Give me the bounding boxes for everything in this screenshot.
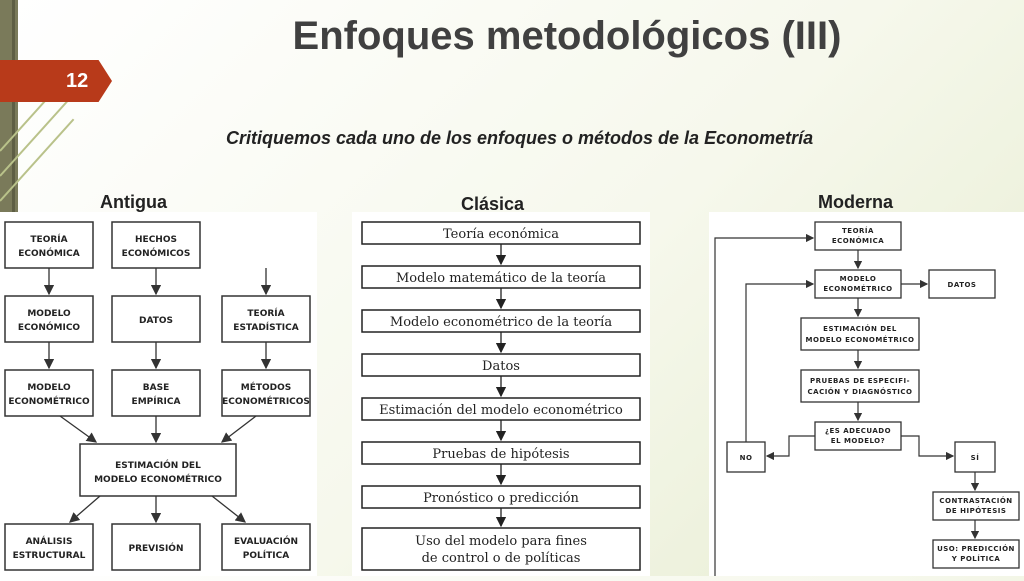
antigua-teoria-est-line1: TEORÍA [247,307,284,319]
antigua-analisis-line1: ANÁLISIS [26,535,73,547]
antigua-teoria-line1: TEORÍA [30,233,67,245]
moderna-si: SÍ [971,453,980,462]
antigua-prevision: PREVISIÓN [128,542,183,554]
antigua-metodos-line1: MÉTODOS [241,381,292,393]
moderna-modelo-line1: MODELO [840,275,877,283]
clasica-step-3: Modelo econométrico de la teoría [390,315,612,330]
antigua-base-line1: BASE [143,383,169,393]
antigua-teoria-est-line2: ESTADÍSTICA [233,321,298,333]
slide-subtitle: Critiquemos cada uno de los enfoques o m… [226,128,814,148]
moderna-adecuado-line1: ¿ES ADECUADO [825,427,891,435]
heading-antigua: Antigua [100,192,167,212]
moderna-estimacion-line2: MODELO ECONOMÉTRICO [806,335,915,344]
antigua-metodos-line2: ECONOMÉTRICOS [222,395,310,407]
antigua-modelo-line1: MODELO [27,309,71,319]
antigua-evaluacion-line1: EVALUACIÓN [234,535,298,547]
antigua-teoria-line2: ECONÓMICA [18,247,79,259]
antigua-hechos-line2: ECONÓMICOS [122,247,191,259]
moderna-datos: DATOS [948,281,977,289]
clasica-step-4: Datos [482,359,520,374]
diagram-clasica: Teoría económica Modelo matemático de la… [352,212,650,576]
moderna-uso-line2: Y POLÍTICA [951,554,1001,563]
clasica-step-8-line2: de control o de políticas [422,551,581,566]
moderna-contrastacion-line2: DE HIPÓTESIS [946,506,1007,515]
heading-moderna: Moderna [818,192,894,212]
clasica-step-5: Estimación del modelo econométrico [379,403,623,418]
clasica-step-2: Modelo matemático de la teoría [396,271,606,286]
moderna-adecuado-line2: EL MODELO? [831,437,885,445]
moderna-modelo-line2: ECONOMÉTRICO [823,284,892,293]
diagram-moderna: TEORÍA ECONÓMICA MODELO ECONOMÉTRICO DAT… [709,212,1024,576]
antigua-datos: DATOS [139,316,173,326]
moderna-pruebas-line1: PRUEBAS DE ESPECIFI- [810,377,910,385]
antigua-evaluacion-line2: POLÍTICA [243,549,289,561]
moderna-pruebas-line2: CACIÓN Y DIAGNÓSTICO [808,387,913,396]
diagram-antigua: TEORÍA ECONÓMICA HECHOS ECONÓMICOS MODEL… [0,212,317,576]
slide-number: 12 [0,60,112,102]
moderna-uso-line1: USO: PREDICCIÓN [937,544,1015,553]
antigua-estimacion-line2: MODELO ECONOMÉTRICO [94,473,222,485]
moderna-teoria-line1: TEORÍA [842,226,874,235]
heading-clasica: Clásica [461,194,525,214]
antigua-hechos-line1: HECHOS [135,235,177,245]
moderna-estimacion-line1: ESTIMACIÓN DEL [823,324,897,333]
moderna-teoria-line2: ECONÓMICA [832,236,884,245]
clasica-step-6: Pruebas de hipótesis [432,447,569,462]
antigua-modelo-eco-line2: ECONOMÉTRICO [8,395,90,407]
clasica-step-8-line1: Uso del modelo para fines [415,534,587,549]
clasica-step-7: Pronóstico o predicción [423,491,579,506]
antigua-base-line2: EMPÍRICA [132,395,181,407]
antigua-modelo-line2: ECONÓMICO [18,321,80,333]
antigua-estimacion-line1: ESTIMACIÓN DEL [115,459,201,471]
antigua-modelo-eco-line1: MODELO [27,383,71,393]
slide-title: Enfoques metodológicos (III) [292,14,842,58]
antigua-analisis-line2: ESTRUCTURAL [13,551,86,561]
clasica-step-1: Teoría económica [443,227,559,242]
moderna-contrastacion-line1: CONTRASTACIÓN [939,496,1012,505]
moderna-no: NO [740,454,753,462]
